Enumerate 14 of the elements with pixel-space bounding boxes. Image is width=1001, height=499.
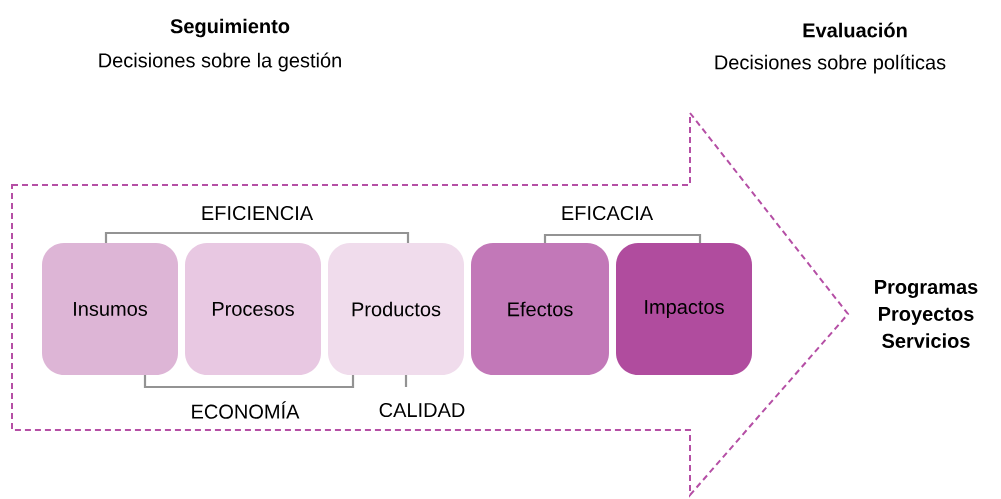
heading: Seguimiento [170, 18, 290, 38]
bracket-label: CALIDAD [379, 402, 465, 418]
stage-box: Efectos [471, 243, 609, 375]
bracket-label: EFICACIA [562, 205, 654, 221]
subheading: Decisiones sobre la gestión [99, 52, 341, 72]
bracket-label: EFICIENCIA [202, 205, 314, 221]
stage-box: Procesos [185, 243, 321, 375]
stage-box: Insumos [42, 243, 178, 375]
heading: Evaluación [803, 22, 907, 38]
stage-box: Productos [328, 243, 464, 375]
bracket-label: ECONOMÍA [192, 401, 300, 419]
subheading: Decisiones sobre políticas [715, 54, 946, 74]
node-label: Programas Proyectos Servicios [875, 280, 978, 348]
stage-box: Impactos [616, 243, 752, 375]
